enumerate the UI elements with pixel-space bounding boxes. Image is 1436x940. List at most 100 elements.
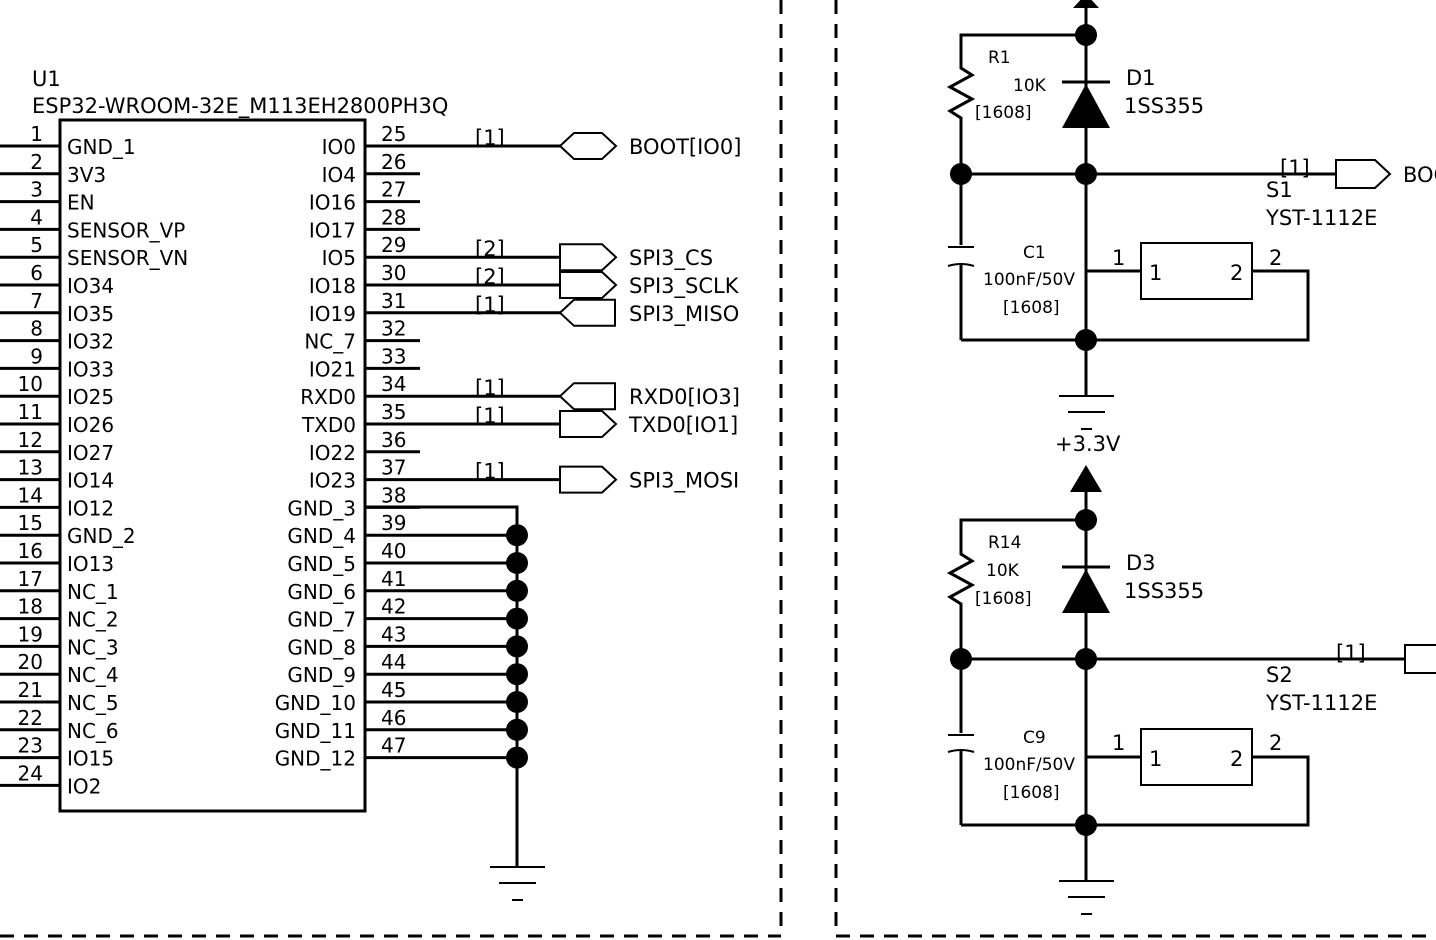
- pin-name: NC_2: [67, 608, 119, 632]
- port-name[interactable]: SPI3_CS: [629, 246, 713, 271]
- pin-name: SENSOR_VN: [67, 246, 188, 270]
- d3-diode[interactable]: [1062, 565, 1110, 613]
- pin-name: IO15: [67, 747, 114, 771]
- d1-diode[interactable]: [1062, 80, 1110, 128]
- pin-name: GND_3: [287, 496, 356, 520]
- pin-number: 30: [381, 261, 406, 285]
- boot-port-ref: [1]: [1280, 156, 1310, 180]
- pin-number: 22: [18, 706, 43, 730]
- pin-number: 8: [30, 317, 43, 341]
- boot-port-flag: [1335, 159, 1392, 189]
- port2-flag: [1404, 644, 1436, 674]
- pin-number: 45: [381, 678, 406, 702]
- port-flag: [558, 382, 616, 411]
- pin-number: 26: [381, 150, 406, 174]
- port-name[interactable]: SPI3_SCLK: [629, 274, 740, 299]
- junction-dot: [506, 579, 528, 602]
- pin-number: 3: [30, 178, 43, 202]
- pin-name: IO18: [309, 274, 356, 298]
- ground-symbol-c1: [1059, 340, 1114, 430]
- pin-name: IO23: [309, 469, 356, 493]
- pin-number: 4: [30, 205, 43, 229]
- pin-name: NC_5: [67, 691, 119, 715]
- c1-package: [1608]: [1003, 298, 1060, 318]
- pin-number: 42: [381, 595, 406, 619]
- pin-number: 39: [381, 511, 406, 535]
- pin-number: 7: [30, 289, 43, 313]
- pin-name: IO19: [309, 302, 356, 326]
- pin-name: GND_10: [275, 691, 356, 715]
- c1-value: 100nF/50V: [983, 270, 1075, 290]
- s2-pin1-outer: 1: [1112, 731, 1125, 755]
- pin-name: NC_4: [67, 663, 119, 687]
- port-name[interactable]: BOOT[IO0]: [629, 135, 741, 159]
- pin-name: GND_5: [287, 552, 356, 576]
- pin-number: 14: [18, 483, 43, 507]
- pin-number: 18: [18, 595, 43, 619]
- pin-number: 6: [30, 261, 43, 285]
- d1-part: 1SS355: [1124, 94, 1204, 118]
- port-ref: [1]: [475, 404, 505, 428]
- pin-number: 46: [381, 706, 406, 730]
- port-ref: [1]: [475, 126, 505, 150]
- c1-capacitor[interactable]: [947, 246, 975, 267]
- pin-name: EN: [67, 191, 95, 215]
- pin-number: 41: [381, 567, 406, 591]
- port-name[interactable]: SPI3_MISO: [629, 302, 739, 327]
- junction-dot: [506, 691, 528, 713]
- pin-number: 23: [18, 734, 43, 758]
- pin-name: IO0: [322, 135, 356, 159]
- pin-number: 17: [18, 567, 43, 591]
- ground-symbol-c9: [1059, 825, 1114, 915]
- pin-name: 3V3: [67, 163, 106, 187]
- pin-name: GND_1: [67, 135, 136, 159]
- s2-pin1-inner: 1: [1149, 747, 1162, 771]
- port-name[interactable]: RXD0[IO3]: [629, 385, 740, 409]
- r1-resistor[interactable]: [946, 62, 976, 124]
- supply-arrow-icon: [1070, 465, 1102, 492]
- pin-number: 2: [30, 150, 43, 174]
- pin-number: 20: [18, 650, 43, 674]
- s2-part: YST-1112E: [1265, 691, 1377, 715]
- boot-port-name: BOO: [1403, 163, 1436, 187]
- junction-dot: [506, 635, 528, 658]
- pin-number: 29: [381, 233, 406, 257]
- port-ref: [1]: [475, 376, 505, 400]
- boot-circuit-2: +3.3V R14 10K [1608] D3 1SS355 [1] C9 10…: [946, 432, 1436, 915]
- pin-name: IO13: [67, 552, 114, 576]
- c9-package: [1608]: [1003, 783, 1060, 803]
- pin-name: NC_3: [67, 635, 119, 659]
- pin-number: 19: [18, 622, 43, 646]
- s2-pin2-outer: 2: [1269, 731, 1282, 755]
- u1-gnd-bus: [365, 505, 545, 901]
- r14-package: [1608]: [975, 589, 1032, 609]
- r1-ref: R1: [988, 48, 1011, 68]
- pin-name: NC_7: [304, 330, 356, 354]
- pin-name: IO5: [322, 246, 356, 270]
- junction-dot: [506, 746, 528, 769]
- junction-dot: [506, 718, 528, 741]
- s1-ref: S1: [1266, 178, 1293, 202]
- port-name[interactable]: SPI3_MOSI: [629, 469, 739, 494]
- pin-number: 5: [30, 233, 43, 257]
- pin-number: 34: [381, 372, 406, 396]
- port-name[interactable]: TXD0[IO1]: [628, 413, 738, 437]
- s1-pin2-inner: 2: [1230, 261, 1243, 285]
- pin-number: 43: [381, 622, 406, 646]
- pin-name: IO22: [309, 441, 356, 465]
- pin-name: GND_11: [275, 719, 356, 743]
- port-ref: [1]: [475, 460, 505, 484]
- pin-number: 10: [18, 372, 43, 396]
- s1-pin1-outer: 1: [1112, 246, 1125, 270]
- pin-name: IO27: [67, 441, 114, 465]
- pin-name: GND_9: [287, 663, 356, 687]
- r14-resistor[interactable]: [946, 548, 976, 610]
- esp32-module-u1[interactable]: U1 ESP32-WROOM-32E_M113EH2800PH3Q 1GND_1…: [0, 67, 448, 813]
- junction-dot: [506, 663, 528, 686]
- pin-number: 9: [30, 344, 43, 368]
- pin-name: IO17: [309, 218, 356, 242]
- c9-capacitor[interactable]: [947, 734, 975, 753]
- junction-dot: [506, 552, 528, 574]
- u1-part-number: ESP32-WROOM-32E_M113EH2800PH3Q: [32, 94, 448, 119]
- pin-name: IO34: [67, 274, 114, 298]
